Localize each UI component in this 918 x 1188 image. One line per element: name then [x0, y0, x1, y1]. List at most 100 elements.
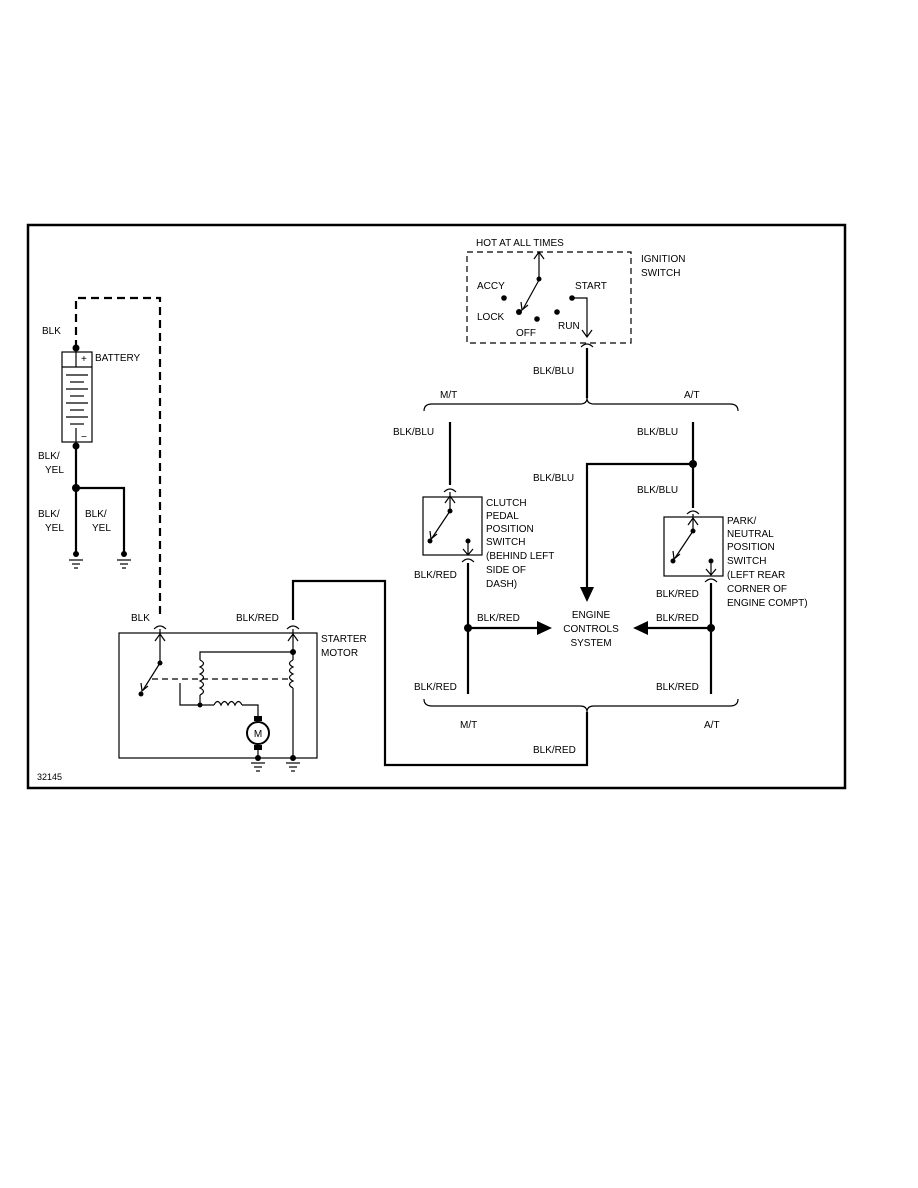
solenoid-blade-arrow [140, 682, 149, 693]
contact-off [534, 316, 540, 322]
ignition-pos-start: START [575, 281, 607, 292]
ignition-title-2: SWITCH [641, 268, 680, 279]
starter-control-wire [291, 579, 589, 767]
at-blk-blu-label-1: BLK/BLU [637, 427, 678, 438]
ignition-connector [580, 343, 594, 348]
park-neutral-position-switch [663, 516, 724, 583]
pn-switch-text-6: CORNER OF [727, 584, 787, 595]
ecs-text-3: SYSTEM [570, 638, 611, 649]
battery-plus-sign: + [81, 354, 87, 365]
clutch-switch-out-arrow [462, 548, 474, 556]
ignition-title-1: IGNITION [641, 254, 685, 265]
pn-switch-text-1: PARK/ [727, 516, 756, 527]
clutch-switch-blade [431, 510, 451, 539]
starter-box [118, 632, 318, 759]
contact-lock [516, 309, 522, 315]
ignition-pos-lock: LOCK [477, 312, 505, 323]
lower-mt-label: M/T [460, 720, 477, 731]
battery-cable-dashed [74, 296, 162, 615]
ground-icon [286, 755, 300, 772]
pull-in-lead [199, 651, 293, 660]
clutch-switch-connector-out [461, 558, 475, 563]
start-output-wire [572, 297, 588, 336]
mt-to-ecs-arrow [537, 621, 552, 635]
coil-feed-arrow [287, 632, 299, 642]
clutch-switch-text-6: SIDE OF [486, 565, 526, 576]
contact-run [554, 309, 560, 315]
starter-label-1: STARTER [321, 634, 367, 645]
clutch-switch-text-3: POSITION [486, 524, 534, 535]
clutch-switch-box [422, 496, 483, 556]
solenoid-contact-bottom [138, 691, 144, 697]
ecs-text-2: CONTROLS [563, 624, 619, 635]
pn-switch-connector-in [686, 510, 700, 515]
motor-symbol: M [254, 729, 262, 740]
mt-to-ecs-label: BLK/RED [477, 613, 520, 624]
clutch-pedal-position-switch [422, 496, 483, 563]
pn-switch-text-2: NEUTRAL [727, 529, 774, 540]
ignition-pivot [536, 276, 542, 282]
lower-at-label: A/T [704, 720, 720, 731]
clutch-switch-text-5: (BEHIND LEFT [486, 551, 554, 562]
clutch-switch-text-7: DASH) [486, 579, 517, 590]
mt-blk-red-label-1: BLK/RED [414, 570, 457, 581]
upper-branch-brace [423, 397, 739, 412]
mt-blk-red-label-2: BLK/RED [414, 682, 457, 693]
starter-label-2: MOTOR [321, 648, 358, 659]
ignition-hot-label: HOT AT ALL TIMES [476, 238, 564, 249]
starter-blk-red-label: BLK/RED [236, 613, 279, 624]
battery-blk-label: BLK [42, 326, 61, 337]
battery-label: BATTERY [95, 353, 141, 364]
pn-switch-text-3: POSITION [727, 542, 775, 553]
ground-label-left-1: BLK/ [38, 509, 60, 520]
solenoid-to-field-lead [179, 683, 200, 706]
battery-body [61, 351, 93, 443]
ignition-pos-run: RUN [558, 321, 580, 332]
pn-switch-text-7: ENGINE COMPT) [727, 598, 808, 609]
starter-blk-label: BLK [131, 613, 150, 624]
diagram-number: 32145 [37, 772, 62, 782]
ignition-switch-box [466, 251, 632, 344]
pn-switch-box [663, 516, 724, 577]
clutch-switch-text-4: SWITCH [486, 537, 525, 548]
field-to-motor-lead [242, 704, 259, 720]
pull-in-coil [198, 659, 205, 696]
battery-positive-terminal [72, 344, 80, 352]
at-to-ecs-label: BLK/RED [656, 613, 699, 624]
battery-minus-sign: − [81, 432, 87, 443]
starter-motor: BLK BLK/RED M [118, 613, 318, 759]
ignition-feed-arrow [533, 250, 545, 260]
clutch-switch-feed-arrow [444, 494, 456, 504]
pn-switch-contact-bottom [670, 558, 676, 564]
motor-brush-bottom [254, 745, 262, 750]
ignition-switch: HOT AT ALL TIMES IGNITION SWITCH ACCY LO… [466, 238, 685, 348]
pn-switch-feed-arrow [687, 516, 699, 526]
battery-neg-label-2: YEL [45, 465, 64, 476]
start-output-arrow [581, 329, 593, 339]
upper-mt-label: M/T [440, 390, 457, 401]
contact-accy [501, 295, 507, 301]
ground-branch-wire [76, 486, 126, 552]
at-to-ecs-blk-blu-wire [585, 462, 693, 590]
trunk-wire-label: BLK/BLU [533, 366, 574, 377]
ground-icon [117, 551, 131, 569]
motor-icon [246, 721, 270, 745]
starter-control-connector [286, 625, 300, 630]
return-wire-label: BLK/RED [533, 745, 576, 756]
at-blk-red-label-2: BLK/RED [656, 682, 699, 693]
ignition-pos-accy: ACCY [477, 281, 505, 292]
hold-in-coil [288, 659, 295, 689]
ignition-pos-off: OFF [516, 328, 536, 339]
ground-label-right-2: YEL [92, 523, 111, 534]
motor-brush-top [254, 716, 262, 721]
pn-switch-blade [674, 530, 694, 559]
pn-switch-connector-out [704, 578, 718, 583]
solenoid-feed-arrow [154, 632, 166, 642]
clutch-switch-text-2: PEDAL [486, 511, 519, 522]
lower-branch-brace [423, 698, 739, 713]
battery-neg-label-1: BLK/ [38, 451, 60, 462]
pn-switch-out-arrow [705, 568, 717, 576]
ground-label-right-1: BLK/ [85, 509, 107, 520]
pn-switch-text-4: SWITCH [727, 556, 766, 567]
